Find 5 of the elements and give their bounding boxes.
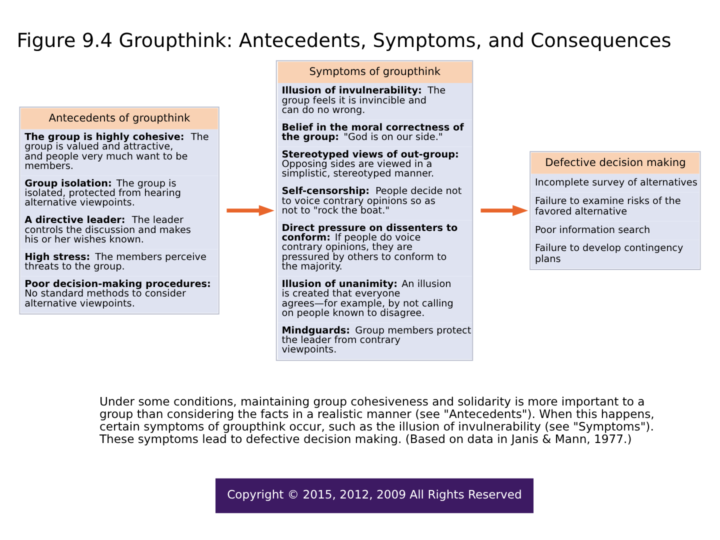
arrow (226, 204, 274, 216)
caption: Under some conditions, maintaining group cohesiveness and solidarity is more important to a group than considering the facts in a realistic manner (see "Antecedents"). When this happens, certain symptoms of groupthink occur, such as the illusion of invulnerability (see "Symptoms"). These symptoms lead to defective decision making. (Based on data in Janis & Mann, 1977.) (99, 394, 654, 446)
label: Copyright © 2015, 2012, 2009 All Rights Reserved (227, 487, 522, 502)
diagram-title: Figure 9.4 Groupthink: Antecedents, Symptoms, and Consequences (16, 28, 672, 52)
arrow (480, 204, 528, 216)
